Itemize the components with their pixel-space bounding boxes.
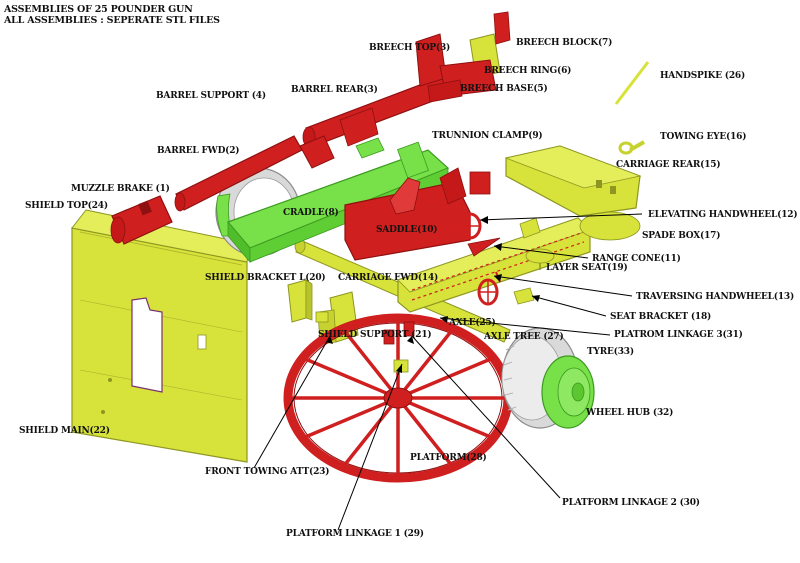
label-traversing-handwheel: TRAVERSING HANDWHEEL(13) [636, 292, 794, 302]
label-spade-box: SPADE BOX(17) [642, 231, 721, 241]
barrel-support-part [299, 135, 335, 169]
label-shield-bracket: SHIELD BRACKET L(20) [205, 273, 326, 283]
label-breech-top: BREECH TOP(3) [369, 43, 451, 53]
label-trunnion-clamp: TRUNNION CLAMP(9) [432, 131, 543, 141]
seat-bracket-part [513, 287, 535, 305]
leader-range-cone [493, 245, 589, 259]
handspike-part [614, 61, 650, 105]
saddle-part [344, 167, 491, 261]
label-towing-eye: TOWING EYE(16) [660, 132, 747, 142]
label-wheel-hub: WHEEL HUB (32) [586, 408, 674, 418]
label-shield-top: SHIELD TOP(24) [25, 201, 108, 211]
label-shield-support: SHIELD SUPPORT (21) [318, 330, 432, 340]
label-barrel-support: BARREL SUPPORT (4) [156, 91, 266, 101]
diagram-title-line-1: ASSEMBLIES OF 25 POUNDER GUN [4, 4, 193, 15]
leader-traversing-handwheel [493, 275, 633, 297]
elevating-handwheel-part [458, 212, 482, 240]
wheel-hub-part [541, 355, 595, 429]
label-platrom-linkage-3: PLATROM LINKAGE 3(31) [614, 330, 743, 340]
label-barrel-rear: BARREL REAR(3) [291, 85, 378, 95]
leader-seat-bracket [531, 295, 607, 317]
label-carriage-rear: CARRIAGE REAR(15) [616, 160, 721, 170]
leader-arrowheads [326, 216, 540, 373]
label-axle: AXLE(25) [449, 318, 496, 328]
label-muzzle-brake: MUZZLE BRAKE (1) [71, 184, 170, 194]
label-seat-bracket: SEAT BRACKET (18) [610, 312, 712, 322]
label-elevating-handwheel: ELEVATING HANDWHEEL(12) [648, 210, 798, 220]
label-range-cone: RANGE CONE(11) [592, 254, 681, 264]
label-layer-seat: LAYER SEAT(19) [546, 263, 628, 273]
label-breech-base: BREECH BASE(5) [460, 84, 548, 94]
label-cradle: CRADLE(8) [283, 208, 339, 218]
shield-bracket-part [287, 279, 313, 323]
leader-platrom-linkage-3 [439, 317, 611, 336]
diagram-title-line-2: ALL ASSEMBLIES : SEPERATE STL FILES [4, 15, 220, 26]
label-saddle: SADDLE(10) [376, 225, 438, 235]
leader-front-towing-att [253, 335, 331, 469]
leader-platform-linkage-2 [411, 335, 561, 499]
label-breech-block: BREECH BLOCK(7) [516, 38, 613, 48]
leader-elevating-handwheel [479, 213, 643, 221]
label-front-towing-att: FRONT TOWING ATT(23) [205, 467, 330, 477]
label-platform-linkage-2: PLATFORM LINKAGE 2 (30) [562, 498, 700, 508]
label-carriage-fwd: CARRIAGE FWD(14) [338, 273, 439, 283]
barrel-fwd-part [174, 135, 303, 212]
front-towing-att-part [315, 311, 329, 323]
carriage-rear-part [504, 145, 642, 217]
label-handspike: HANDSPIKE (26) [660, 71, 746, 81]
label-tyre: TYRE(33) [587, 347, 634, 357]
leader-platform-linkage-1 [337, 363, 403, 531]
towing-eye-part [618, 140, 645, 155]
shield-main-part [71, 209, 251, 463]
label-platform: PLATFORM(28) [410, 453, 487, 463]
range-cone-part [467, 237, 501, 257]
label-barrel-fwd: BARREL FWD(2) [157, 146, 240, 156]
muzzle-brake-part [110, 195, 173, 245]
leader-lines [253, 213, 643, 531]
label-breech-ring: BREECH RING(6) [484, 66, 572, 76]
label-shield-main: SHIELD MAIN(22) [19, 426, 110, 436]
label-platform-linkage-1: PLATFORM LINKAGE 1 (29) [286, 529, 424, 539]
breech-parts [415, 11, 511, 103]
label-axle-tree: AXLE TREE (27) [484, 332, 564, 342]
